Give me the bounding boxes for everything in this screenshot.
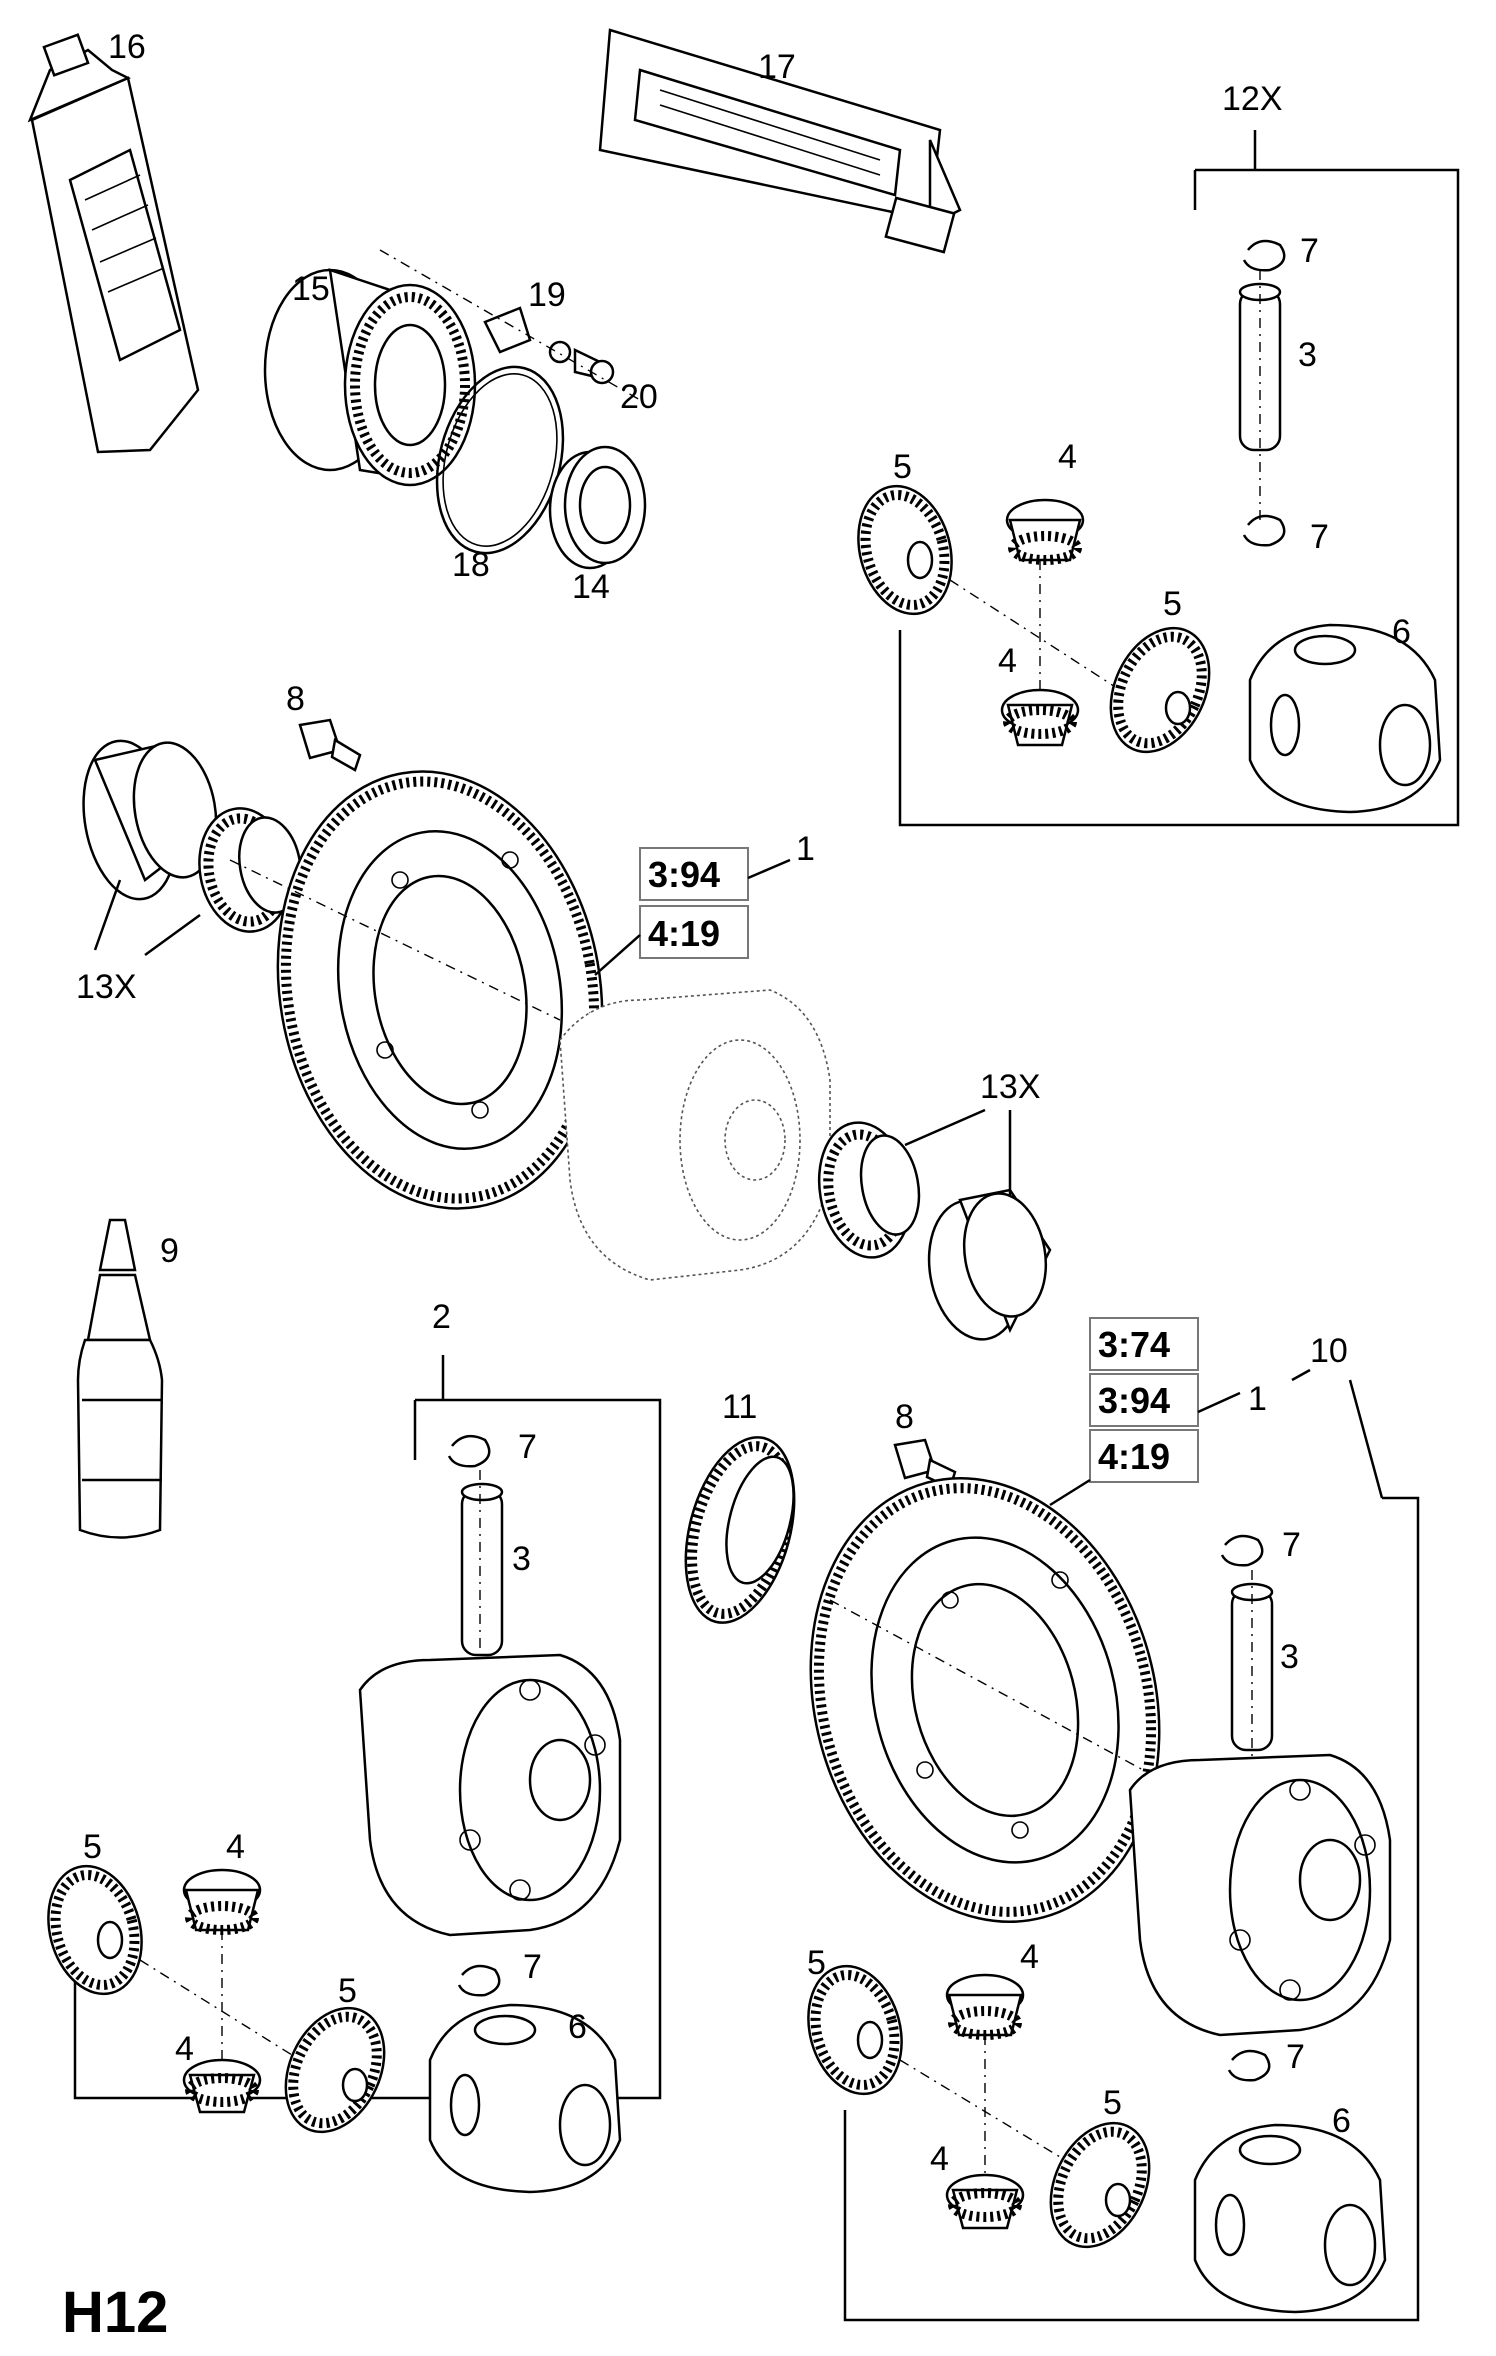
pinion-gear-4-bottom-left-a: [182, 1868, 262, 1935]
differential-collar-15: [263, 268, 477, 487]
bolt-8-top: [298, 718, 362, 772]
callout-6-a: 6: [1392, 613, 1411, 651]
pinion-gear-4-bottom-right-a: [945, 1973, 1025, 2040]
callout-7-a: 7: [1300, 232, 1319, 270]
oil-seal-14: [548, 445, 647, 570]
callout-4-e: 4: [1020, 1938, 1039, 1976]
kit-bracket-10: [843, 1379, 1420, 2322]
callout-4-f: 4: [930, 2140, 949, 2178]
kit-bracket-12x: [898, 130, 1460, 827]
circlip-7-bottom-left-lower: [457, 1964, 501, 1997]
callout-9: 9: [160, 1232, 179, 1270]
callout-3-b: 3: [512, 1540, 531, 1578]
ratio-394-top: 3:94: [648, 854, 720, 895]
circlip-7-bottom-right-lower: [1227, 2049, 1271, 2082]
callout-4-a: 4: [1058, 438, 1077, 476]
callout-5-d: 5: [338, 1972, 357, 2010]
callout-7-d: 7: [523, 1948, 542, 1986]
crown-wheel-1-bottom: [809, 1477, 1161, 1923]
callout-4-d: 4: [175, 2030, 194, 2068]
callout-8-b: 8: [895, 1398, 914, 1436]
bearing-cup-13x-left: [82, 739, 218, 901]
carrier-6-bottom-left: [428, 2003, 622, 2194]
callout-5-c: 5: [83, 1828, 102, 1866]
callout-8-a: 8: [286, 680, 305, 718]
callout-7-b: 7: [1310, 518, 1329, 556]
bearing-cup-13x-right: [927, 1188, 1052, 1341]
callout-5-b: 5: [1163, 585, 1182, 623]
pinion-gear-4-top-b: [1000, 688, 1080, 747]
diagram-code: H12: [62, 2280, 168, 2345]
side-gear-5-bottom-right-a: [807, 1964, 903, 2096]
callout-17: 17: [758, 48, 796, 86]
sealant-tube-16: [27, 33, 200, 454]
bolt-8-bottom: [893, 1438, 957, 1490]
callout-20: 20: [620, 378, 658, 416]
callout-11: 11: [722, 1388, 757, 1426]
retainer-clip-19: [483, 306, 615, 385]
callout-7-e: 7: [1282, 1526, 1301, 1564]
ratio-374-bottom: 3:74: [1098, 1324, 1170, 1365]
callout-12x: 12X: [1222, 80, 1283, 118]
side-gear-5-bottom-left-a: [47, 1864, 143, 1996]
pinion-gear-4-top-a: [1005, 498, 1085, 565]
carrier-6-top: [1248, 623, 1442, 814]
differential-case-ghost: [559, 989, 831, 1281]
callout-14: 14: [572, 568, 610, 606]
callout-4-b: 4: [998, 642, 1017, 680]
side-gear-5-bottom-right-b: [1049, 2121, 1151, 2249]
pinion-gear-4-bottom-right-b: [945, 2173, 1025, 2230]
callout-19: 19: [528, 276, 566, 314]
ratio-box-top: [639, 847, 749, 959]
callout-13x-b: 13X: [980, 1068, 1041, 1106]
callout-2: 2: [432, 1298, 451, 1336]
circlip-7-top: [1242, 239, 1286, 272]
callout-10: 10: [1310, 1332, 1348, 1370]
ratio-box-bottom: [1089, 1317, 1199, 1483]
callout-18: 18: [452, 546, 490, 584]
bearing-cone-13x-right: [817, 1121, 921, 1259]
callout-5-a: 5: [893, 448, 912, 486]
callout-16: 16: [108, 28, 146, 66]
ratio-419-bottom: 4:19: [1098, 1436, 1170, 1477]
bearing-cone-13x-left: [198, 807, 302, 933]
shim-ring-11: [684, 1436, 796, 1624]
callout-5-e: 5: [807, 1944, 826, 1982]
circlip-7-bottom-left: [447, 1434, 491, 1468]
shaft-3-bottom-left: [460, 1482, 504, 1657]
circlip-7-top-lower: [1242, 514, 1286, 547]
ratio-419-top: 4:19: [648, 913, 720, 954]
callout-4-c: 4: [226, 1828, 245, 1866]
differential-case-2: [358, 1653, 622, 1937]
side-gear-5-top-left: [857, 484, 953, 616]
crown-wheel-1-top: [276, 770, 604, 1210]
callout-13x-a: 13X: [76, 968, 137, 1006]
ratio-394-bottom: 3:94: [1098, 1380, 1170, 1421]
kit-bracket-2: [73, 1355, 662, 2100]
callout-15: 15: [292, 270, 330, 308]
pinion-gear-4-bottom-left-b: [182, 2058, 262, 2114]
callout-7-c: 7: [518, 1428, 537, 1466]
callout-6-c: 6: [1332, 2102, 1351, 2140]
side-gear-5-top-right: [1109, 626, 1211, 754]
threadlock-bottle-9: [76, 1218, 164, 1539]
differential-case-10: [1128, 1753, 1392, 2037]
circlip-7-bottom-right: [1220, 1534, 1264, 1567]
callout-6-b: 6: [568, 2008, 587, 2046]
carrier-6-bottom-right: [1193, 2123, 1387, 2314]
callout-1-b: 1: [1248, 1380, 1267, 1418]
callout-3-a: 3: [1298, 336, 1317, 374]
callout-3-c: 3: [1280, 1638, 1299, 1676]
grease-tube-17: [598, 28, 962, 254]
callout-5-f: 5: [1103, 2084, 1122, 2122]
side-gear-5-bottom-left-b: [284, 2006, 386, 2134]
callout-1-a: 1: [796, 830, 815, 868]
callout-7-f: 7: [1286, 2038, 1305, 2076]
